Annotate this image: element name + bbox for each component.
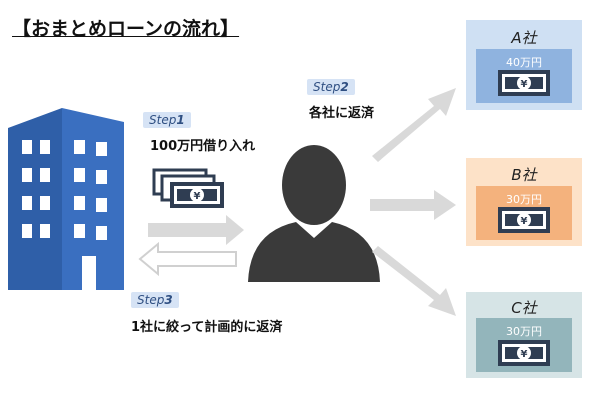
step1-tag-word: Step — [149, 113, 177, 127]
company-name-b: B社 — [511, 166, 537, 184]
company-amount-b: 30万円 — [506, 193, 542, 206]
arrow-to-c — [372, 246, 456, 316]
step3-tag-word: Step — [137, 293, 165, 307]
company-amount-c: 30万円 — [506, 325, 542, 338]
building-icon — [8, 108, 124, 290]
arrow-to-building — [138, 241, 237, 277]
step3-text: 1社に絞って計画的に返済 — [131, 320, 283, 335]
svg-text:¥: ¥ — [521, 79, 528, 90]
step1-text: 100万円借り入れ — [150, 139, 256, 154]
arrow-to-b — [370, 190, 456, 220]
person-icon — [248, 145, 380, 282]
step3-tag-num: 3 — [164, 293, 173, 307]
step3-tag: Step3 — [131, 292, 179, 308]
banknote-icon: ¥ — [498, 70, 550, 96]
company-amount-a: 40万円 — [506, 56, 542, 69]
step2-tag-word: Step — [313, 80, 341, 94]
step1-tag: Step1 — [143, 112, 191, 128]
arrow-to-a — [372, 88, 456, 162]
step2-tag: Step2 — [307, 79, 355, 95]
company-box-c: ¥ — [466, 292, 582, 378]
company-name-c: C社 — [511, 299, 537, 317]
step1-tag-num: 1 — [176, 113, 185, 127]
company-name-a: A社 — [511, 29, 537, 47]
step2-tag-num: 2 — [340, 80, 349, 94]
diagram-title: 【おまとめローンの流れ】 — [12, 18, 240, 40]
arrow-to-person — [148, 215, 244, 245]
company-box-a: ¥ — [466, 20, 582, 110]
banknote-icon: ¥ — [498, 340, 550, 366]
svg-text:¥: ¥ — [194, 191, 201, 202]
money-stack-icon: ¥ — [152, 168, 224, 208]
step2-text: 各社に返済 — [309, 106, 375, 121]
svg-text:¥: ¥ — [521, 349, 528, 360]
company-box-b: ¥ — [466, 158, 582, 246]
svg-text:¥: ¥ — [521, 216, 528, 227]
banknote-icon: ¥ — [498, 207, 550, 233]
